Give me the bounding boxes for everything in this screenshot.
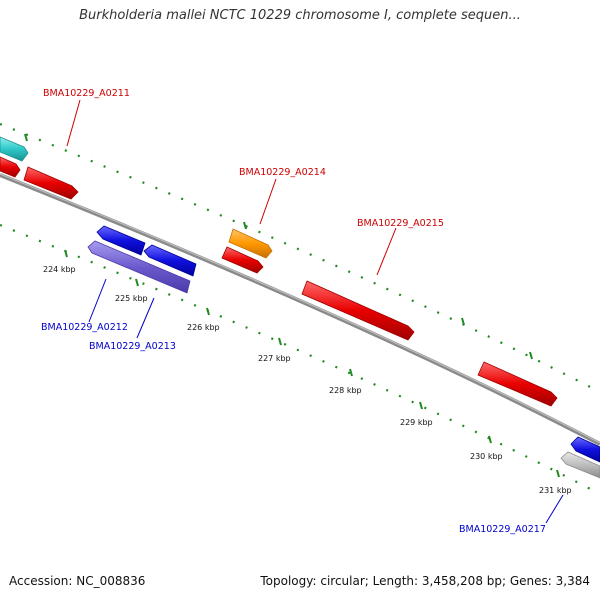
gene-bma10229-a0212[interactable] [96,225,146,256]
gene-bma10229-a0213[interactable] [87,240,191,294]
outer-major-tick [24,133,28,142]
gene-cyan-partial[interactable] [0,136,29,162]
major-tick-228 [349,368,353,377]
connector-a0217 [545,494,564,524]
gene-bma10229-a0214-orange[interactable] [228,228,273,259]
inner-tick-row [0,223,600,495]
tick-label: 228 kbp [329,386,362,395]
major-tick-230 [488,435,492,444]
gene-label-a0214[interactable]: BMA10229_A0214 [239,167,326,178]
major-tick-227 [278,337,282,346]
tick-label: 230 kbp [470,452,503,461]
outer-major-tick [461,317,465,326]
gene-label-a0211[interactable]: BMA10229_A0211 [43,88,130,99]
major-tick-224 [64,249,68,258]
gene-bma10229-a0217[interactable] [560,451,600,479]
gene-bma10229-a0215[interactable] [301,280,415,341]
tick-label: 227 kbp [258,354,291,363]
major-tick-226 [206,307,210,316]
outer-major-tick [243,221,247,230]
tick-label: 225 kbp [115,294,148,303]
gene-label-a0217[interactable]: BMA10229_A0217 [459,524,546,535]
map-title: Burkholderia mallei NCTC 10229 chromosom… [79,8,521,23]
tick-label: 229 kbp [400,418,433,427]
connector-a0211 [66,99,81,147]
gene-blue-partial-right[interactable] [570,436,600,463]
major-tick-225 [135,278,139,287]
connector-a0213 [136,297,155,339]
tick-label: 231 kbp [539,486,572,495]
major-tick-229 [419,401,423,410]
backbone-highlight [0,173,600,444]
gene-label-a0215[interactable]: BMA10229_A0215 [357,218,444,229]
tick-label: 226 kbp [187,323,220,332]
gene-label-a0212[interactable]: BMA10229_A0212 [41,322,128,333]
connector-a0215 [376,227,397,276]
gene-bma10229-a0212-b[interactable] [143,244,197,277]
gene-label-a0213[interactable]: BMA10229_A0213 [89,341,176,352]
tick-label: 224 kbp [43,265,76,274]
backbone [0,173,600,446]
gene-bma10229-a0211[interactable] [23,166,79,200]
major-tick-231 [556,469,560,478]
gene-red-partial[interactable] [0,156,21,178]
gene-red-right[interactable] [477,361,558,407]
accession-text: Accession: NC_008836 [9,574,146,588]
connector-a0212 [88,278,107,323]
connector-a0214 [259,178,277,225]
gene-bma10229-a0214[interactable] [221,246,264,274]
summary-text: Topology: circular; Length: 3,458,208 bp… [260,574,590,588]
outer-major-tick [529,351,533,360]
